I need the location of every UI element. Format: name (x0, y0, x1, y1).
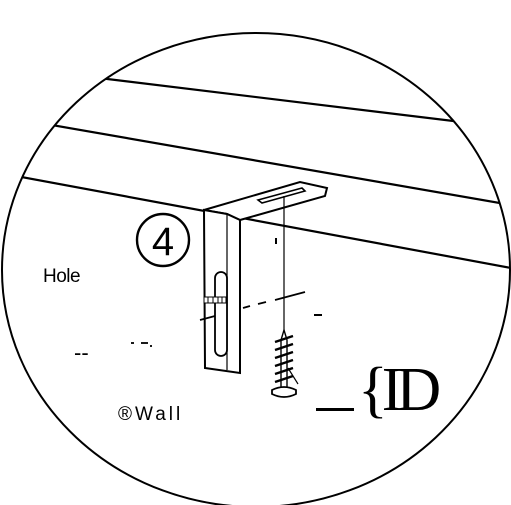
magnifier-circle (1, 32, 511, 505)
alignment-line (131, 291, 306, 347)
guide-line (275, 196, 285, 330)
part-id-label: {ID (358, 356, 439, 424)
magnified-view (2, 64, 510, 411)
dashes-label: -- (74, 340, 89, 365)
step-badge: 4 (135, 212, 191, 268)
hole-label: Hole (43, 266, 80, 287)
l-bracket (202, 180, 329, 375)
wall-label: ®Wall (118, 404, 183, 425)
screw-icon (271, 327, 299, 398)
shelf-planks (2, 64, 510, 270)
id-underline (316, 408, 354, 411)
step-number: 4 (152, 220, 174, 264)
hole-marker (203, 296, 227, 304)
dot-label: - (311, 307, 316, 324)
